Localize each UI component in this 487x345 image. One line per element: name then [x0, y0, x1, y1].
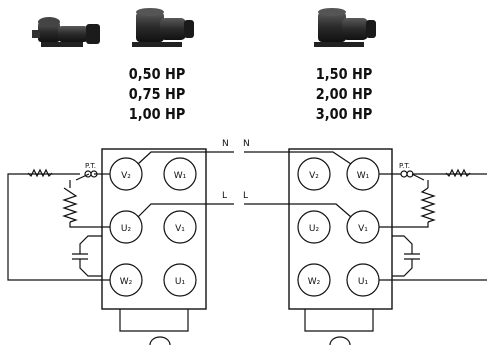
left-hp-ratings: 0,50 HP 0,75 HP 1,00 HP — [105, 64, 208, 124]
hp-rating: 1,00 HP — [128, 105, 186, 123]
hp-rating: 2,00 HP — [315, 85, 373, 103]
pump-icon — [32, 17, 100, 47]
terminal-label: W₂ — [308, 277, 321, 287]
pump-icon — [132, 8, 194, 47]
supply-label-l: L — [243, 191, 248, 201]
hp-rating: 1,50 HP — [315, 65, 373, 83]
terminal-label: U₁ — [175, 277, 186, 287]
terminal-label: U₂ — [309, 224, 320, 234]
terminal-label: V₁ — [358, 224, 368, 234]
terminal-v1 — [163, 210, 197, 244]
terminal-u1 — [163, 263, 197, 297]
hp-rating: 0,50 HP — [128, 65, 186, 83]
left-base-bracket — [119, 309, 189, 332]
terminal-w2 — [297, 263, 331, 297]
terminal-w1 — [163, 157, 197, 191]
left-terminal-box — [101, 148, 207, 310]
terminal-v2 — [297, 157, 331, 191]
right-base-bracket — [304, 309, 374, 332]
terminal-label: U₁ — [358, 277, 369, 287]
pump-icon — [314, 8, 376, 47]
terminal-label: V₂ — [309, 171, 319, 181]
right-hp-ratings: 1,50 HP 2,00 HP 3,00 HP — [292, 64, 395, 124]
terminal-label: V₂ — [121, 171, 131, 181]
terminal-label: W₂ — [120, 277, 133, 287]
supply-label-n: N — [222, 139, 229, 149]
hp-rating: 0,75 HP — [128, 85, 186, 103]
protector-label: P.T. — [85, 162, 96, 170]
supply-label-n: N — [243, 139, 250, 149]
terminal-label: U₂ — [121, 224, 132, 234]
terminal-label: V₁ — [175, 224, 185, 234]
terminal-label: W₁ — [174, 171, 187, 181]
right-terminal-box — [288, 148, 393, 310]
supply-label-l: L — [222, 191, 227, 201]
hp-rating: 3,00 HP — [315, 105, 373, 123]
terminal-label: W₁ — [357, 171, 370, 181]
protector-label: P.T. — [399, 162, 410, 170]
terminal-u2 — [297, 210, 331, 244]
